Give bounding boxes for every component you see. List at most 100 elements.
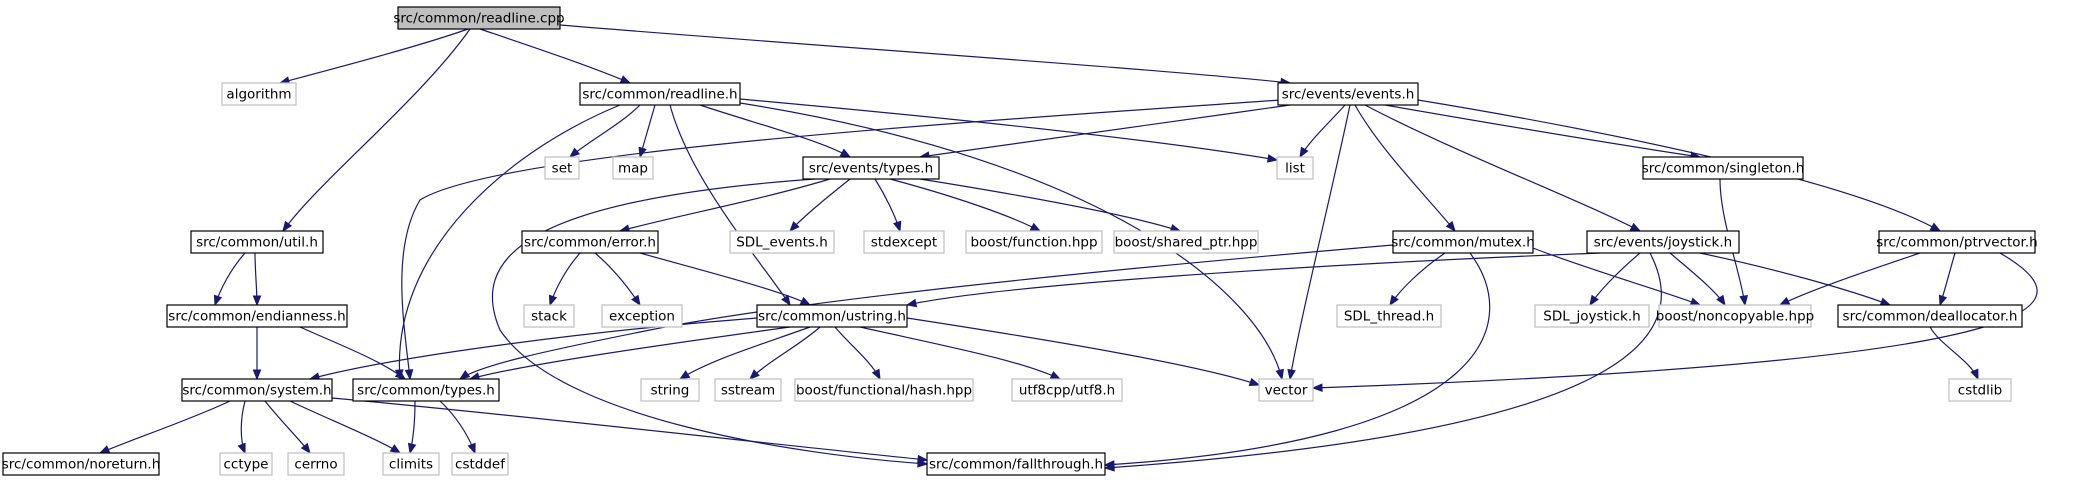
node-events-h[interactable]: src/events/events.h	[1277, 82, 1419, 106]
node-box	[729, 230, 835, 254]
edge-util-to-endianness	[252, 252, 262, 307]
edge-line	[479, 28, 631, 84]
node-types-ev[interactable]: src/events/types.h	[802, 156, 940, 180]
edge-line	[1354, 104, 1456, 232]
edge-arrowhead	[300, 442, 311, 455]
edge-endianness-to-types_c	[299, 326, 407, 380]
edge-line	[1699, 252, 1891, 306]
node-fallthrough[interactable]: src/common/fallthrough.h	[926, 452, 1106, 476]
edge-system-to-cerrno	[264, 400, 311, 455]
edge-arrowhead	[404, 369, 414, 381]
edge-events_h-to-mutex	[1354, 104, 1456, 233]
edge-line	[1384, 104, 1701, 158]
edge-joystick-to-fallthrough	[1103, 252, 1662, 472]
node-noncopyable: boost/noncopyable.hpp	[1656, 304, 1814, 328]
edge-arrowhead	[749, 369, 760, 380]
edge-arrowhead	[1879, 297, 1892, 306]
node-box	[579, 82, 741, 106]
node-util[interactable]: src/common/util.h	[190, 230, 324, 254]
node-box	[1586, 230, 1740, 254]
node-label: src/common/endianness.h	[168, 309, 345, 325]
node-boost-hash: boost/functional/hash.hpp	[794, 378, 974, 402]
edge-line	[834, 326, 881, 380]
edge-line	[569, 104, 641, 158]
edge-line	[1289, 104, 1351, 380]
node-system[interactable]: src/common/system.h	[181, 378, 333, 402]
edge-system-to-cctype	[237, 400, 246, 455]
edge-arrowhead	[1287, 368, 1296, 381]
node-box	[523, 304, 575, 328]
edge-readline_h-to-map	[638, 104, 656, 159]
edge-line	[491, 178, 928, 465]
edge-error-to-stack	[548, 252, 581, 307]
node-box	[219, 452, 273, 476]
node-label: algorithm	[226, 87, 291, 103]
edge-ustring-to-types_c	[468, 326, 791, 381]
edge-readline_h-to-list	[739, 98, 1279, 163]
edge-arrowhead	[252, 369, 262, 381]
edge-arrowhead	[1389, 294, 1399, 307]
node-readline-h[interactable]: src/common/readline.h	[579, 82, 741, 106]
edge-arrowhead	[389, 444, 402, 454]
edge-readline_cpp-to-algorithm	[278, 28, 469, 85]
node-box	[451, 452, 509, 476]
node-box	[397, 6, 561, 30]
edge-line	[859, 326, 1061, 380]
node-sdl-events: SDL_events.h	[729, 230, 835, 254]
node-box	[640, 378, 700, 402]
node-boost-shared: boost/shared_ptr.hpp	[1113, 230, 1259, 254]
node-box	[166, 304, 348, 328]
node-ptrvector[interactable]: src/common/ptrvector.h	[1876, 230, 2038, 254]
edge-arrowhead	[1970, 368, 1979, 381]
edge-arrowhead	[1049, 371, 1062, 380]
node-list: list	[1276, 156, 1314, 180]
node-box	[1948, 378, 2012, 402]
node-types-c[interactable]: src/common/types.h	[352, 378, 500, 402]
edge-types_ev-to-sdl_events	[789, 178, 851, 232]
edge-arrowhead	[619, 75, 632, 84]
node-singleton[interactable]: src/common/singleton.h	[1642, 156, 1805, 180]
edge-line	[401, 99, 1281, 380]
node-label: src/common/readline.h	[582, 87, 737, 103]
edge-joystick-to-deallocator	[1699, 252, 1892, 306]
edge-ustring-to-string	[678, 326, 811, 380]
edge-line	[331, 397, 928, 461]
edge-arrowhead	[1266, 154, 1279, 163]
node-box	[1534, 304, 1650, 328]
node-mutex[interactable]: src/common/mutex.h	[1391, 230, 1535, 254]
edge-readline_cpp-to-events_h	[559, 24, 1292, 87]
edge-line	[1532, 247, 1701, 306]
edge-line	[699, 104, 851, 158]
edge-arrowhead	[1938, 294, 1948, 307]
node-label: climits	[389, 457, 433, 473]
edge-readline_h-to-set	[568, 104, 641, 158]
edge-events_h-to-vector	[1287, 104, 1351, 381]
edge-arrowhead	[1029, 222, 1042, 232]
node-label: src/common/fallthrough.h	[929, 457, 1103, 473]
node-endianness[interactable]: src/common/endianness.h	[166, 304, 348, 328]
edge-line	[459, 244, 1394, 380]
edge-line	[889, 178, 1041, 232]
node-label: src/common/deallocator.h	[1843, 309, 2018, 325]
node-deallocator[interactable]: src/common/deallocator.h	[1837, 304, 2023, 328]
edge-types_c-to-climits	[407, 400, 417, 455]
node-noreturn[interactable]: src/common/noreturn.h	[2, 452, 161, 476]
edge-error-to-exception	[594, 252, 641, 307]
node-utf8: utf8cpp/utf8.h	[1011, 378, 1123, 402]
node-ustring[interactable]: src/common/ustring.h	[756, 304, 908, 328]
edge-line	[739, 102, 1283, 380]
node-box	[714, 378, 782, 402]
edge-ptrvector-to-vector	[1311, 252, 2038, 392]
node-label: boost/function.hpp	[970, 235, 1097, 251]
edge-readline_h-to-ustring	[669, 104, 791, 307]
edge-mutex-to-sdl_thread	[1389, 252, 1446, 307]
node-box	[965, 230, 1103, 254]
edge-line	[789, 178, 851, 232]
node-readline-cpp[interactable]: src/common/readline.cpp	[393, 6, 565, 30]
node-box	[1392, 230, 1534, 254]
edge-types_ev-to-boost_shared	[919, 178, 1182, 233]
node-joystick[interactable]: src/events/joystick.h	[1586, 230, 1740, 254]
node-error[interactable]: src/common/error.h	[521, 230, 659, 254]
edge-arrowhead	[1778, 296, 1791, 306]
edge-events_h-to-types_ev	[918, 104, 1291, 160]
